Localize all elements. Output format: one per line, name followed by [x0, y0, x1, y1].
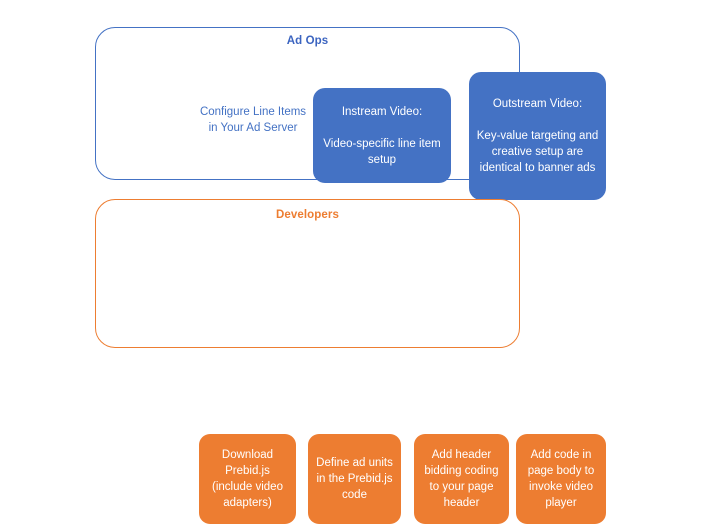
group-ad-ops: Ad Ops Configure Line Items in Your Ad S…: [95, 27, 606, 200]
card-add-header-bidding-code[interactable]: Add header bidding coding to your page h…: [414, 434, 509, 524]
card-instream-video-heading: Instream Video:: [341, 105, 423, 118]
group-title-ad-ops: Ad Ops: [286, 35, 329, 47]
card-instream-video[interactable]: Instream Video: Video-specific line item…: [313, 88, 451, 183]
card-download-prebid[interactable]: Download Prebid.js (include video adapte…: [199, 434, 296, 524]
card-add-header-bidding-code-body: Add header bidding coding to your page h…: [424, 449, 499, 509]
card-outstream-video[interactable]: Outstream Video: Key-value targeting and…: [469, 72, 606, 200]
card-outstream-video-body: Key-value targeting and creative setup a…: [476, 130, 599, 174]
card-add-body-code-body: Add code in page body to invoke video pl…: [527, 449, 595, 509]
card-define-ad-units[interactable]: Define ad units in the Prebid.js code: [308, 434, 401, 524]
group-title-developers: Developers: [275, 209, 339, 221]
card-define-ad-units-body: Define ad units in the Prebid.js code: [316, 457, 393, 501]
card-outstream-video-heading: Outstream Video:: [492, 98, 583, 110]
card-add-body-code[interactable]: Add code in page body to invoke video pl…: [516, 434, 606, 524]
card-instream-video-body: Video-specific line item setup: [323, 137, 441, 166]
card-download-prebid-body: Download Prebid.js (include video adapte…: [212, 449, 283, 509]
label-configure-line-items: Configure Line Items in Your Ad Server: [199, 106, 307, 134]
diagram-canvas: Ad Ops Configure Line Items in Your Ad S…: [95, 27, 606, 524]
group-developers: Developers Download Prebid.js (include v…: [95, 199, 606, 524]
